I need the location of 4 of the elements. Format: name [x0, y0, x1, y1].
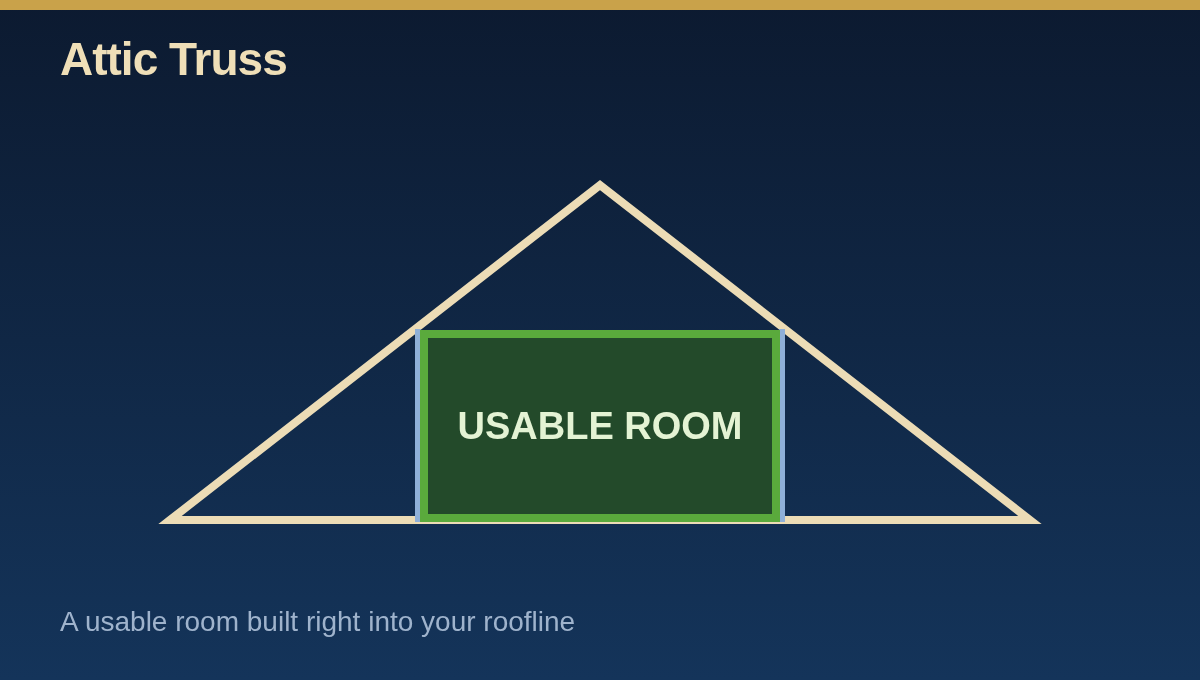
caption: A usable room built right into your roofline — [60, 606, 576, 638]
title: Attic Truss — [60, 32, 287, 86]
room-label: USABLE ROOM — [457, 404, 743, 448]
room-box — [420, 330, 780, 522]
